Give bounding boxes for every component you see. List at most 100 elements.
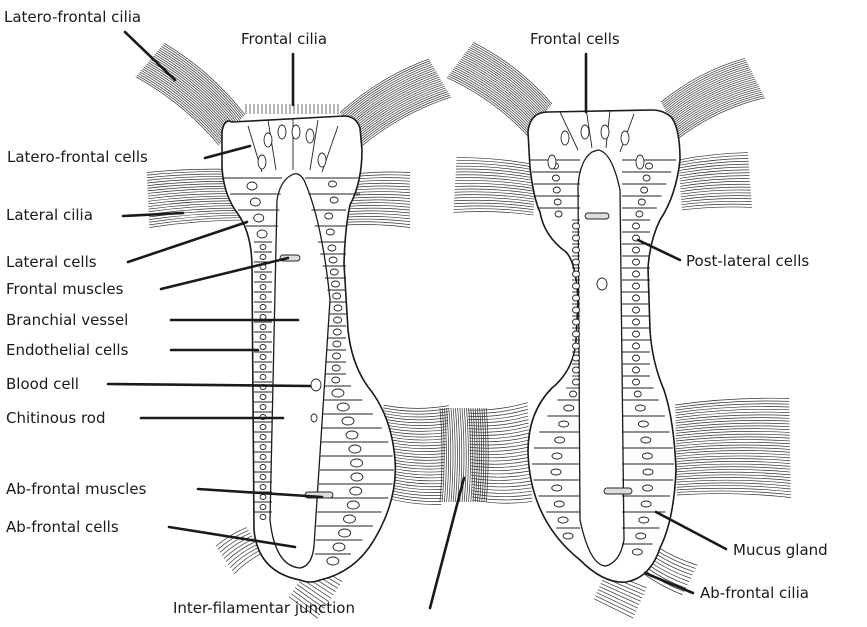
left-nucleus: [260, 375, 266, 380]
latero-frontal-cilia-left-tuft: [157, 51, 238, 122]
left-nucleus: [347, 501, 359, 509]
right-nucleus: [633, 367, 640, 373]
label-frontal-cilia: Frontal cilia: [241, 30, 327, 48]
label-branchial-vessel: Branchial vessel: [6, 311, 128, 329]
junction-hatch: [440, 408, 442, 502]
right-nucleus: [573, 343, 580, 349]
right-nucleus: [633, 247, 640, 253]
left-nucleus: [328, 245, 336, 251]
right-lateral-cilia-left-tuft: [454, 195, 534, 200]
right-latero-frontal-cilia-right-tuft: [663, 62, 747, 105]
right-lateral-cilia-left-tuft: [454, 197, 534, 201]
right-lateral-cilia-lower-left-tuft: [472, 491, 532, 494]
left-nucleus: [342, 417, 354, 425]
right-nucleus: [643, 469, 653, 475]
right-head-nucleus: [561, 131, 569, 145]
right-lateral-cilia-left-tuft: [454, 200, 534, 204]
right-lateral-cilia-lower-right-tuft: [676, 434, 790, 438]
junction-hatch: [466, 408, 468, 502]
right-lateral-cilia-lower-right-tuft: [677, 494, 791, 498]
right-nucleus: [642, 453, 652, 459]
lateral-cilia-right-tuft: [345, 216, 410, 218]
leader-lateral-cells: [128, 222, 247, 262]
left-nucleus: [250, 198, 260, 206]
right-nucleus: [634, 391, 641, 397]
right-nucleus: [633, 223, 640, 229]
latero-frontal-cilia-left-tuft: [159, 50, 240, 121]
right-nucleus: [563, 533, 573, 539]
right-nucleus: [573, 307, 580, 313]
right-lateral-cilia-lower-right-tuft: [676, 426, 790, 431]
left-nucleus: [260, 245, 266, 250]
left-head-nucleus: [278, 125, 286, 139]
left-head-nucleus: [292, 125, 300, 139]
left-nucleus: [333, 341, 341, 347]
right-nucleus: [570, 391, 577, 397]
right-ab-frontal-cilia-bottom-tuft: [599, 587, 639, 605]
right-head-nucleus: [621, 131, 629, 145]
left-nucleus: [330, 197, 338, 203]
right-lateral-cilia-lower-left-tuft: [469, 430, 529, 436]
right-nucleus: [573, 223, 580, 229]
left-nucleus: [332, 377, 340, 383]
label-frontal-cells: Frontal cells: [530, 30, 620, 48]
left-nucleus: [260, 455, 266, 460]
left-nucleus: [260, 365, 266, 370]
left-nucleus: [260, 485, 266, 490]
left-nucleus: [325, 213, 333, 219]
left-nucleus: [351, 473, 363, 481]
junction-hatch: [458, 408, 460, 502]
lateral-cilia-right-tuft: [345, 214, 410, 216]
right-nucleus: [573, 319, 580, 325]
label-chitinous-rod: Chitinous rod: [6, 409, 106, 427]
right-ab-frontal-cilia-bottom-tuft: [598, 590, 638, 608]
right-ab-frontal-cilia-bottom-tuft: [597, 593, 637, 612]
right-lateral-cilia-lower-right-tuft: [676, 431, 790, 435]
right-ab-frontal-muscle: [604, 488, 632, 494]
junction-hatch: [486, 408, 488, 502]
label-mucus-gland: Mucus gland: [733, 541, 828, 559]
right-nucleus: [552, 175, 559, 181]
right-latero-frontal-cilia-right-tuft: [664, 64, 748, 107]
left-head-nucleus: [306, 129, 314, 143]
leader-lateral-cilia: [123, 213, 183, 216]
left-nucleus: [260, 275, 266, 280]
right-nucleus: [635, 405, 645, 411]
right-nucleus: [573, 379, 580, 385]
junction-hatch: [480, 408, 482, 502]
latero-frontal-cilia-right-tuft: [347, 72, 437, 125]
latero-frontal-cilia-right-tuft: [345, 68, 434, 121]
label-ab-frontal-cells: Ab-frontal cells: [6, 518, 119, 536]
left-nucleus: [260, 405, 266, 410]
right-nucleus: [633, 283, 640, 289]
right-lateral-cilia-left-tuft: [457, 160, 537, 167]
left-nucleus: [333, 293, 341, 299]
blood-cell-marker: [311, 379, 321, 391]
junction-hatch: [455, 408, 457, 502]
right-lateral-cilia-lower-right-tuft: [676, 472, 790, 475]
right-nucleus: [573, 355, 580, 361]
left-nucleus: [329, 257, 337, 263]
right-lateral-cilia-lower-left-tuft: [469, 437, 529, 442]
right-nucleus: [641, 501, 651, 507]
label-frontal-muscles: Frontal muscles: [6, 280, 124, 298]
label-lateral-cilia: Lateral cilia: [6, 206, 93, 224]
right-nucleus: [633, 307, 640, 313]
labels: Latero-frontal cilia Frontal cilia Front…: [4, 8, 828, 617]
right-latero-frontal-cilia-right-tuft: [665, 66, 749, 109]
right-head-nucleus: [636, 155, 644, 169]
junction-hatch: [482, 408, 484, 502]
right-lateral-cilia-lower-left-tuft: [469, 440, 529, 445]
left-nucleus: [260, 425, 266, 430]
right-nucleus: [633, 355, 640, 361]
right-nucleus: [573, 235, 580, 241]
label-inter-filamentar-junction: Inter-filamentar junction: [173, 599, 355, 617]
left-nucleus: [332, 389, 344, 397]
right-lateral-cilia-lower-left-tuft: [472, 494, 532, 497]
lateral-cilia-right-tuft: [345, 208, 410, 210]
left-nucleus: [260, 335, 266, 340]
right-nucleus: [633, 295, 640, 301]
lateral-cilia-right-tuft: [345, 205, 410, 207]
junction-hatch: [464, 408, 466, 502]
right-nucleus: [573, 331, 580, 337]
